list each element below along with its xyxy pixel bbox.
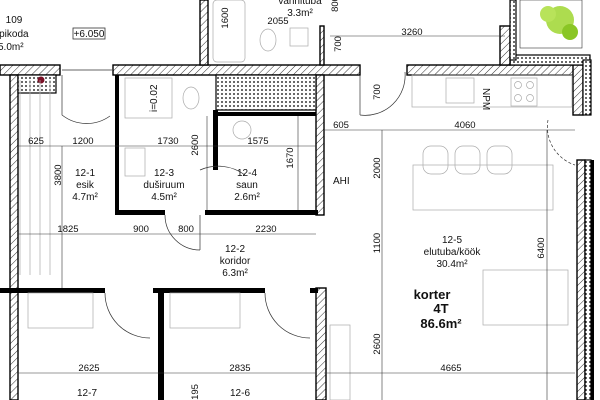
room-12-2-number: 12-2	[225, 244, 245, 255]
npm-label: NPM	[480, 88, 491, 110]
dim-text: 1730	[157, 136, 178, 147]
dim-text: 2230	[255, 224, 276, 235]
dim-text: 800	[178, 224, 194, 235]
dim-text: 1600	[220, 7, 231, 28]
plant-icon	[540, 6, 578, 40]
room-12-4-name: saun	[236, 180, 258, 191]
dim-text: 1670	[285, 147, 296, 168]
room-12-5-name: elutuba/köök	[424, 247, 482, 258]
room-12-2-name: koridor	[220, 256, 251, 267]
room-12-1-name: esik	[76, 180, 95, 191]
room-12-3-name: duširuum	[143, 180, 184, 191]
shower-tray	[124, 77, 173, 119]
slope-label: i=0.02	[149, 84, 160, 112]
toilet-icon	[182, 86, 200, 110]
dim-text: 4060	[454, 120, 475, 131]
apartment-area: 86.6m²	[420, 316, 462, 331]
room-109-number: 109	[6, 15, 23, 26]
kitchen-sink-icon	[445, 77, 475, 104]
room-109-name: trepikoda	[0, 29, 29, 40]
dim-text: 1200	[72, 136, 93, 147]
cooktop-icon	[510, 77, 538, 107]
level-marker: +6.050	[74, 29, 105, 40]
toilet-icon	[259, 28, 277, 52]
dim-text: 625	[28, 136, 44, 147]
room-12-5-number: 12-5	[442, 235, 462, 246]
dimension-lines	[18, 35, 575, 400]
bath-top-area: 3.3m²	[287, 8, 313, 19]
room-12-7-number: 12-7	[77, 388, 97, 399]
dim-text: 605	[333, 120, 349, 131]
dim-text: 6400	[536, 237, 547, 258]
doors	[61, 69, 576, 339]
room-12-5-area: 30.4m²	[436, 259, 468, 270]
room-12-2-area: 6.3m²	[222, 268, 248, 279]
fixtures	[19, 0, 583, 400]
dim-text: 3260	[401, 27, 422, 38]
room-12-3-number: 12-3	[154, 168, 174, 179]
dim-text: 700	[372, 84, 383, 100]
dim-text: 2055	[267, 16, 288, 27]
apartment-type: 4T	[433, 301, 448, 316]
room-12-4-area: 2.6m²	[234, 192, 260, 203]
dim-text: 800	[330, 0, 341, 12]
dim-text: 2835	[229, 363, 250, 374]
room-12-6-number: 12-6	[230, 388, 250, 399]
wardrobe	[329, 324, 351, 400]
dim-text: 4665	[440, 363, 461, 374]
dim-text: 900	[133, 224, 149, 235]
room-12-1-area: 4.7m²	[72, 192, 98, 203]
dim-text: 2625	[78, 363, 99, 374]
apartment-label: korter	[414, 287, 451, 302]
sauna-heater-icon	[232, 120, 252, 140]
dim-text: 700	[333, 36, 344, 52]
dim-text: 1575	[247, 136, 268, 147]
room-12-1-number: 12-1	[75, 168, 95, 179]
sofa	[482, 269, 569, 326]
dim-text: 2600	[372, 333, 383, 354]
bath-top-name: vannituba	[278, 0, 322, 7]
dim-text: 195	[190, 384, 201, 400]
dim-text: 2000	[372, 157, 383, 178]
room-12-4-number: 12-4	[237, 168, 257, 179]
level-marker-box	[72, 27, 106, 40]
bathtub-icon	[212, 0, 246, 63]
dim-text: 3800	[53, 164, 64, 185]
dim-text: 1100	[372, 233, 383, 253]
dining-table	[412, 164, 554, 211]
dim-text: 1825	[57, 224, 78, 235]
ahi-label: AHI	[333, 176, 350, 187]
sink-icon	[289, 27, 309, 47]
sink-icon	[124, 147, 146, 177]
dim-text: 2600	[190, 134, 201, 155]
room-109-area: 25.0m²	[0, 42, 24, 53]
riser-pipe-icon	[37, 76, 45, 84]
room-12-3-area: 4.5m²	[151, 192, 177, 203]
